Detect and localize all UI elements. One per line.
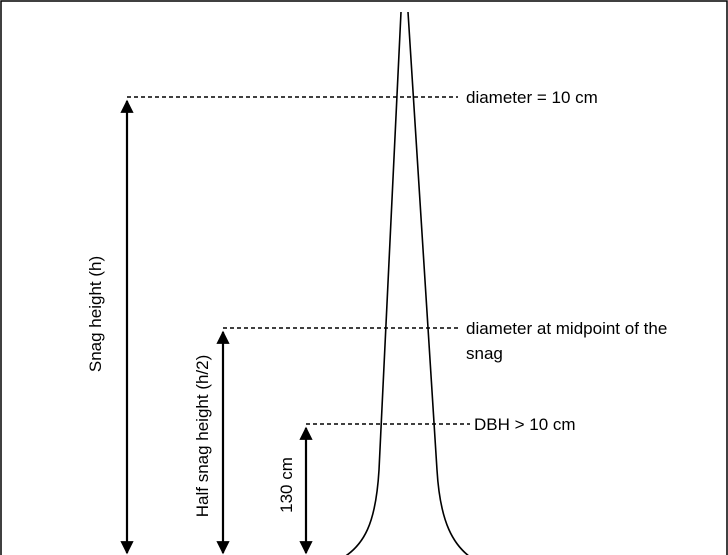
top-diameter-label: diameter = 10 cm xyxy=(466,88,598,107)
snag-trunk-right xyxy=(407,11,470,555)
snag-height-label: Snag height (h) xyxy=(86,256,105,372)
breast-height-label: 130 cm xyxy=(277,457,296,513)
snag-trunk-left xyxy=(345,11,402,555)
half-snag-height-label: Half snag height (h/2) xyxy=(193,355,212,518)
mid-diameter-label-line1: diameter at midpoint of the xyxy=(466,319,667,338)
mid-diameter-label-line2: snag xyxy=(466,344,503,363)
dbh-label: DBH > 10 cm xyxy=(474,415,576,434)
